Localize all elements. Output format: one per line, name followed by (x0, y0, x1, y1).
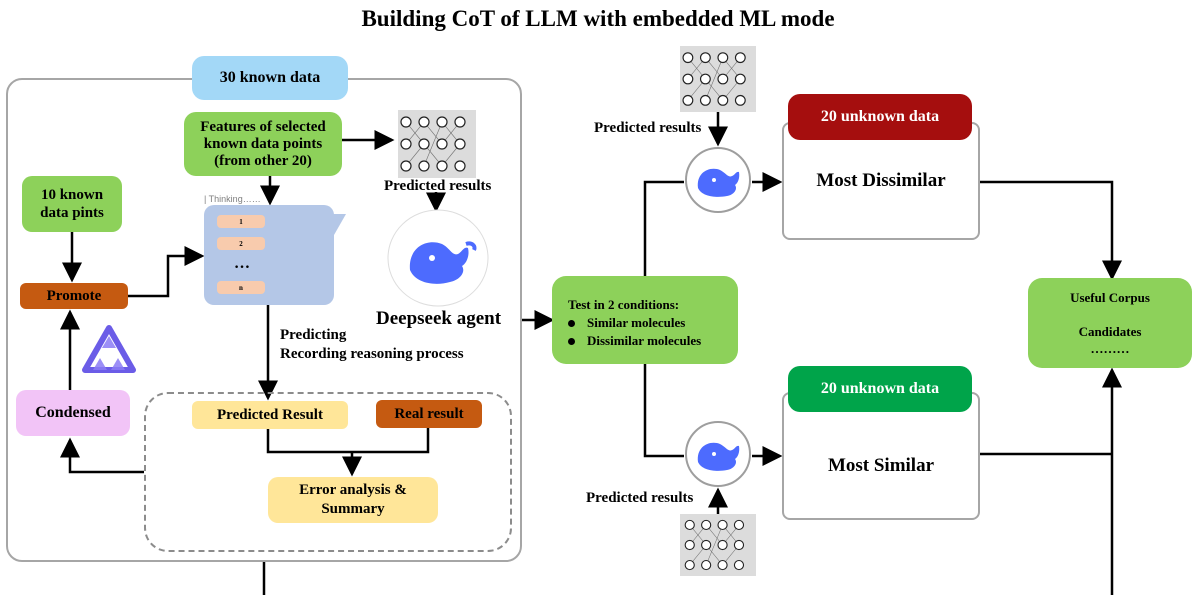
known-30-data-box: 30 known data (192, 56, 348, 100)
real-result-label: Real result (394, 405, 464, 422)
error-analysis-line-2: Summary (321, 501, 385, 517)
deepseek-whale-bottom-icon (685, 421, 751, 487)
bullet-icon (568, 319, 575, 327)
known-10-data-box: 10 known data pints (22, 176, 122, 232)
thinking-step-n: n (217, 281, 265, 294)
deepseek-agent-label: Deepseek agent (376, 308, 502, 329)
qwen-logo-icon (82, 325, 136, 373)
neural-network-image-bottom (680, 514, 756, 576)
condensed-label: Condensed (35, 404, 111, 421)
deepseek-whale-top-icon (685, 147, 751, 213)
thinking-label: | Thinking…… (204, 194, 261, 204)
predicted-results-left: Predicted results (384, 178, 492, 194)
predicted-results-top: Predicted results (594, 120, 702, 136)
features-line-2: known data points (203, 135, 323, 152)
test-conditions-box: Test in 2 conditions: Similar molecules … (552, 276, 738, 364)
thinking-ellipsis: … (234, 255, 250, 272)
features-box: Features of selected known data points (… (184, 112, 342, 176)
predicted-results-bottom: Predicted results (586, 490, 694, 506)
most-similar-box: Most Similar (782, 392, 980, 520)
predicting-line-2: Recording reasoning process (280, 346, 464, 362)
promote-box: Promote (20, 283, 128, 309)
known-10-line-2: data pints (40, 205, 104, 221)
unknown-20-top-box: 20 unknown data (788, 94, 972, 140)
most-dissimilar-box: Most Dissimilar (782, 122, 980, 240)
useful-corpus-line-2: Candidates (1078, 324, 1142, 339)
useful-corpus-line-3: ……… (1090, 341, 1130, 356)
thinking-step-1: 1 (217, 215, 265, 228)
useful-corpus-line-1: Useful Corpus (1070, 290, 1150, 305)
unknown-20-bottom-box: 20 unknown data (788, 366, 972, 412)
error-analysis-group (144, 392, 512, 552)
unknown-20-top-label: 20 unknown data (820, 108, 940, 125)
most-dissimilar-label: Most Dissimilar (816, 170, 946, 191)
neural-network-icon (400, 116, 466, 172)
most-similar-label: Most Similar (827, 455, 935, 476)
error-analysis-line-1: Error analysis & (299, 482, 407, 498)
bullet-icon (568, 337, 575, 345)
deepseek-whale-icon (387, 209, 489, 307)
test-conditions-title: Test in 2 conditions: (568, 297, 680, 312)
features-line-3: (from other 20) (214, 152, 312, 169)
unknown-20-bottom-label: 20 unknown data (820, 380, 940, 397)
predicted-result-box: Predicted Result (192, 401, 348, 429)
useful-corpus-box: Useful Corpus Candidates ……… (1028, 278, 1192, 368)
known-10-line-1: 10 known (40, 187, 104, 203)
condition-dissimilar: Dissimilar molecules (568, 332, 738, 350)
neural-network-image-top (680, 46, 756, 112)
thinking-step-2: 2 (217, 237, 265, 250)
real-result-box: Real result (376, 400, 482, 428)
known-30-data-label: 30 known data (219, 69, 321, 86)
thinking-bubble-tail (330, 214, 346, 242)
diagram-title: Building CoT of LLM with embedded ML mod… (361, 6, 835, 31)
neural-network-icon (684, 519, 745, 571)
neural-network-icon (682, 52, 746, 106)
condensed-box: Condensed (16, 390, 130, 436)
predicting-text: Predicting Recording reasoning process (280, 326, 464, 364)
features-line-1: Features of selected (200, 118, 326, 135)
error-analysis-box: Error analysis & Summary (268, 477, 438, 523)
promote-label: Promote (46, 287, 102, 304)
predicting-line-1: Predicting (280, 327, 347, 343)
thinking-bubble: 1 2 … n (204, 205, 334, 305)
neural-network-image-left (398, 110, 476, 178)
predicted-result-label: Predicted Result (217, 406, 323, 423)
condition-similar: Similar molecules (568, 314, 738, 332)
